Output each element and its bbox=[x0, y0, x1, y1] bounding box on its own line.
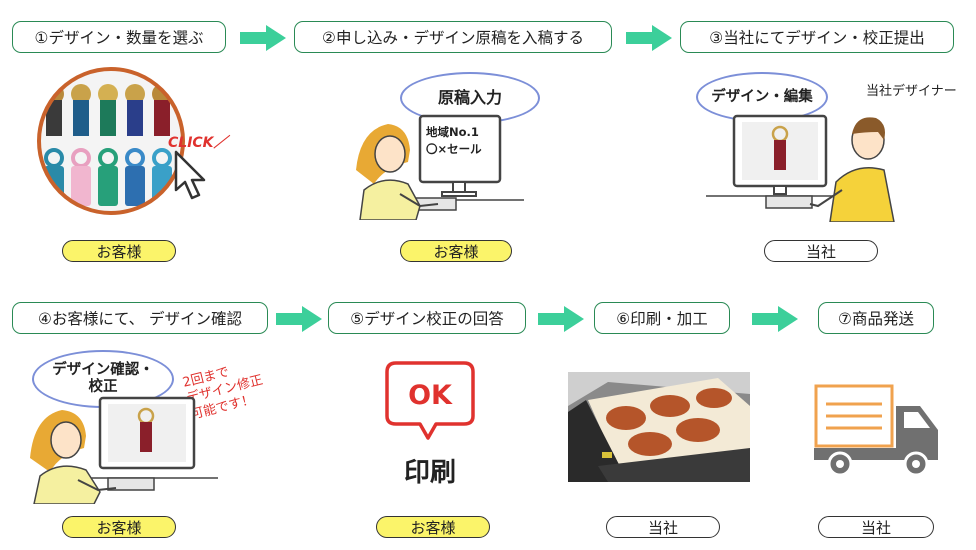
arrow-icon bbox=[538, 306, 584, 332]
step-3-box: ③当社にてデザイン・校正提出 bbox=[680, 21, 954, 53]
woman-computer-icon bbox=[30, 396, 218, 504]
step-5-label: ⑤デザイン校正の回答 bbox=[350, 310, 504, 328]
bubble-text: デザイン確認・校正 bbox=[52, 362, 154, 395]
owner-badge: お客様 bbox=[400, 240, 512, 262]
bubble-text: デザイン・編集 bbox=[711, 88, 813, 105]
step-2-label: ②申し込み・デザイン原稿を入稿する bbox=[322, 29, 584, 47]
arrow-icon bbox=[752, 306, 798, 332]
woman-computer-icon bbox=[356, 114, 524, 220]
click-text: CLICK／ bbox=[168, 135, 228, 151]
owner-label: お客様 bbox=[433, 242, 479, 261]
designer-label: 当社デザイナー bbox=[866, 84, 957, 99]
step-6-label: ⑥印刷・加工 bbox=[616, 310, 708, 328]
monitor-line-1: 地域No.1 bbox=[426, 125, 479, 139]
owner-label: 当社 bbox=[647, 518, 678, 537]
step-7-box: ⑦商品発送 bbox=[818, 302, 934, 334]
truck-icon bbox=[814, 384, 938, 477]
owner-badge: お客様 bbox=[62, 516, 176, 538]
step-2-box: ②申し込み・デザイン原稿を入稿する bbox=[294, 21, 612, 53]
owner-label: お客様 bbox=[410, 518, 456, 537]
owner-label: お客様 bbox=[96, 242, 142, 261]
step-1-label: ①デザイン・数量を選ぶ bbox=[34, 29, 204, 47]
step-6-box: ⑥印刷・加工 bbox=[594, 302, 730, 334]
bubble-line-2: 校正 bbox=[88, 379, 118, 395]
arrow-icon bbox=[276, 306, 322, 332]
monitor-line-2: 〇×セール bbox=[426, 142, 482, 157]
print-text: 印刷 bbox=[403, 458, 456, 488]
arrow-icon bbox=[240, 25, 286, 51]
owner-label: 当社 bbox=[805, 242, 836, 261]
speech-bubble: デザイン・編集 bbox=[696, 72, 828, 122]
cursor-icon bbox=[174, 150, 206, 200]
arrow-icon bbox=[626, 25, 672, 51]
owner-badge: 当社 bbox=[818, 516, 934, 538]
bubble-line-1: デザイン確認・ bbox=[52, 362, 154, 379]
ribbon-catalog-icon bbox=[37, 67, 185, 215]
step-5-box: ⑤デザイン校正の回答 bbox=[328, 302, 526, 334]
step-4-box: ④お客様にて、 デザイン確認 bbox=[12, 302, 268, 334]
step-4-label: ④お客様にて、 デザイン確認 bbox=[37, 310, 243, 328]
ok-text: OK bbox=[408, 380, 452, 411]
owner-label: 当社 bbox=[860, 518, 891, 537]
owner-label: お客様 bbox=[96, 518, 142, 537]
man-computer-icon bbox=[706, 114, 895, 222]
step-7-label: ⑦商品発送 bbox=[838, 310, 914, 328]
printer-photo-icon bbox=[568, 372, 750, 482]
step-1-box: ①デザイン・数量を選ぶ bbox=[12, 21, 226, 53]
step-3-label: ③当社にてデザイン・校正提出 bbox=[709, 29, 925, 47]
monitor-text: 地域No.1 〇×セール bbox=[426, 124, 482, 159]
owner-badge: 当社 bbox=[764, 240, 878, 262]
owner-badge: お客様 bbox=[376, 516, 490, 538]
ok-speech-icon bbox=[385, 361, 475, 440]
owner-badge: 当社 bbox=[606, 516, 720, 538]
bubble-text: 原稿入力 bbox=[437, 87, 502, 107]
owner-badge: お客様 bbox=[62, 240, 176, 262]
